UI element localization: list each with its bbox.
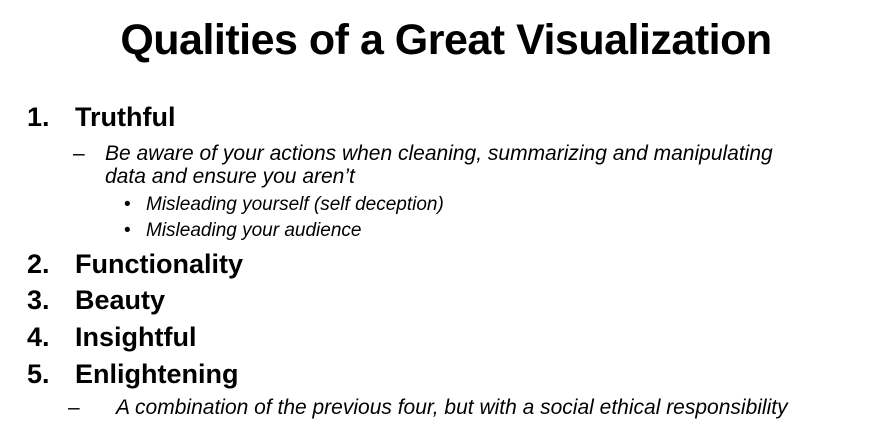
item-number: 1.: [27, 102, 50, 132]
dash-marker: –: [73, 142, 85, 165]
list-item-truthful: 1. Truthful: [27, 101, 175, 133]
dash-marker: –: [68, 396, 80, 419]
bullet-text: Misleading yourself (self deception): [146, 194, 444, 215]
item-number: 4.: [27, 322, 50, 352]
bullet-dot: •: [124, 194, 131, 215]
item-number: 3.: [27, 285, 50, 315]
item-label: Truthful: [75, 102, 176, 132]
item-label: Enlightening: [75, 359, 239, 389]
item-number: 2.: [27, 249, 50, 279]
slide-title: Qualities of a Great Visualization: [120, 16, 772, 64]
list-item-insightful: 4. Insightful: [27, 321, 196, 353]
item-label: Beauty: [75, 285, 166, 315]
bullet-text: Misleading your audience: [146, 220, 362, 241]
bullet-dot: •: [124, 220, 131, 241]
sub-point-line-1: Be aware of your actions when cleaning, …: [105, 142, 773, 165]
sub-point-line-2: data and ensure you aren’t: [105, 165, 355, 188]
list-item-functionality: 2. Functionality: [27, 248, 243, 280]
bullet-item: • Misleading yourself (self deception): [124, 194, 444, 216]
list-item-enlightening: 5. Enlightening: [27, 358, 238, 390]
bullet-item: • Misleading your audience: [124, 220, 361, 242]
item-number: 5.: [27, 359, 50, 389]
sub-point-line-1: A combination of the previous four, but …: [116, 396, 788, 419]
item-label: Insightful: [75, 322, 197, 352]
item-label: Functionality: [75, 249, 243, 279]
list-item-beauty: 3. Beauty: [27, 284, 165, 316]
